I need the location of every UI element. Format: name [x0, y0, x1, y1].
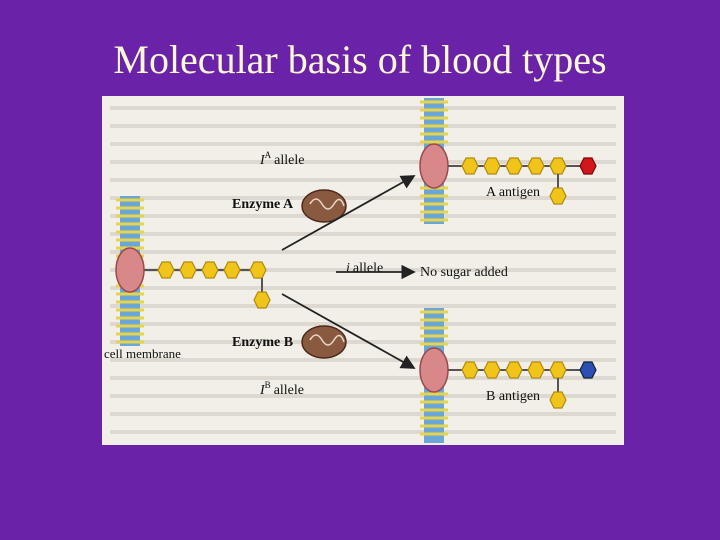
b-antigen-label: B antigen	[486, 389, 540, 404]
enzyme-b-icon	[301, 325, 347, 359]
sugar-hexagon-icon	[549, 157, 567, 175]
sugar-hexagon-icon	[505, 157, 523, 175]
sugar-hexagon-icon	[253, 291, 271, 309]
left-protein-icon	[115, 247, 145, 293]
left-sugar-chain	[144, 261, 271, 309]
slide-title: Molecular basis of blood types	[113, 37, 607, 82]
sugar-hexagon-icon	[461, 157, 479, 175]
sugar-hexagon-icon	[249, 261, 267, 279]
sugar-hexagon-icon	[483, 157, 501, 175]
sugar-hexagon-icon	[549, 391, 567, 409]
sugar-hexagon-icon	[549, 361, 567, 379]
enzyme-a-icon	[301, 189, 347, 223]
sugar-hexagon-icon	[527, 157, 545, 175]
a-antigen-label: A antigen	[486, 185, 540, 200]
enzyme-a-label: Enzyme A	[232, 197, 294, 212]
enzyme-b-label: Enzyme B	[232, 335, 293, 350]
background-text-texture	[110, 106, 616, 434]
cell-membrane-label: cell membrane	[104, 346, 181, 361]
arrow-icon	[281, 175, 416, 251]
sugar-hexagon-icon	[223, 261, 241, 279]
a-terminal-sugar-icon	[579, 157, 597, 175]
sugar-hexagon-icon	[505, 361, 523, 379]
sugar-hexagon-icon	[461, 361, 479, 379]
no-sugar-added-label: No sugar added	[420, 265, 508, 280]
arrow-icon	[281, 293, 416, 369]
sugar-hexagon-icon	[157, 261, 175, 279]
sugar-hexagon-icon	[549, 187, 567, 205]
a-antigen-protein-icon	[419, 143, 449, 189]
sugar-hexagon-icon	[483, 361, 501, 379]
b-antigen-protein-icon	[419, 347, 449, 393]
a-antigen-sugar-chain	[448, 157, 597, 205]
b-terminal-sugar-icon	[579, 361, 597, 379]
b-antigen-sugar-chain	[448, 361, 597, 409]
sugar-hexagon-icon	[179, 261, 197, 279]
sugar-hexagon-icon	[201, 261, 219, 279]
sugar-hexagon-icon	[527, 361, 545, 379]
